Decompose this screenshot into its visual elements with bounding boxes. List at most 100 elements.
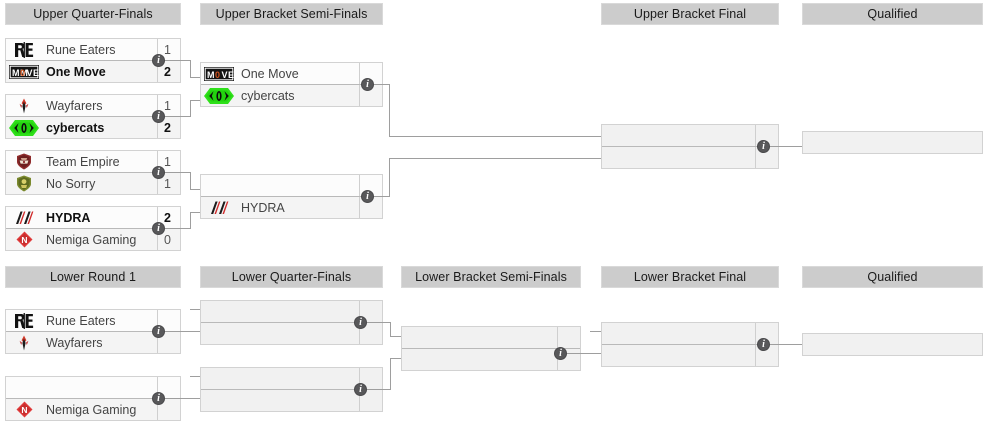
team-logo-placeholder [605,345,635,366]
connector-line [389,158,390,197]
round-header-lower-bracket-semi-finals: Lower Bracket Semi-Finals [401,266,581,288]
match-row-team-2[interactable]: M MOVE M 0 V E One Move 2 [6,61,180,82]
team-name: No Sorry [46,176,96,191]
team-score [755,125,778,146]
team-score: 0 [157,229,180,250]
info-icon[interactable]: i [757,140,770,153]
team-logo-placeholder [204,301,234,322]
slot-upper-qualified[interactable] [802,131,983,154]
team-name: Rune Eaters [46,313,116,328]
connector-line [368,84,390,85]
match-row-team-1[interactable] [201,368,382,390]
match-row-team-2[interactable] [602,147,778,168]
svg-text:0: 0 [215,70,220,80]
team-logo-placeholder [405,327,435,348]
match-lower-semi-final[interactable] [401,326,581,371]
match-row-team-2[interactable] [201,390,382,411]
match-row-team-1[interactable] [201,175,382,197]
match-row-team-2[interactable] [201,323,382,344]
match-row-team-2[interactable]: cybercats 2 [6,117,180,138]
match-row-team-1[interactable]: M 0 V E One Move [201,63,382,85]
svg-text:M: M [12,68,20,78]
connector-line [159,60,191,61]
svg-text:E: E [228,70,234,80]
team-score [157,332,180,353]
match-row-team-1[interactable] [602,125,778,147]
match-upper-bracket-final[interactable] [601,124,779,169]
match-row-team-2[interactable]: N Nemiga Gaming 0 [6,229,180,250]
team-score [359,323,382,344]
connector-line [190,100,191,117]
match-row-team-1[interactable] [6,377,180,399]
round-header-upper-quarter-finals: Upper Quarter-Finals [5,3,181,25]
match-upper-sf-2[interactable]: HYDRA [200,174,383,219]
match-row-team-1[interactable]: Wayfarers 1 [6,95,180,117]
team-logo-cybercats [9,117,39,138]
match-row-team-2[interactable]: N Nemiga Gaming [6,399,180,420]
team-logo-placeholder [405,349,435,370]
match-row-team-1[interactable] [201,301,382,323]
match-row-team-2[interactable]: No Sorry 1 [6,173,180,194]
team-score [557,327,580,348]
match-row-team-1[interactable]: HYDRA 2 [6,207,180,229]
match-upper-qf-4[interactable]: HYDRA 2 N Nemiga Gaming 0 [5,206,181,251]
team-name: HYDRA [46,210,91,225]
match-upper-qf-3[interactable]: Team Empire 1 No Sorry 1 [5,150,181,195]
team-score: 1 [157,173,180,194]
match-row-team-1[interactable] [602,323,778,345]
team-name: One Move [46,64,106,79]
match-lower-qf-1[interactable] [200,300,383,345]
match-lower-r1-2[interactable]: N Nemiga Gaming [5,376,181,421]
team-score [359,390,382,411]
round-header-lower-bracket-final: Lower Bracket Final [601,266,779,288]
match-row-team-1[interactable]: Team Empire 1 [6,151,180,173]
connector-line [765,146,803,147]
team-logo-cybercats [204,85,234,106]
match-row-team-1[interactable] [803,334,982,355]
info-icon[interactable]: i [757,338,770,351]
team-logo-placeholder [204,175,234,196]
match-row-team-2[interactable]: cybercats [201,85,382,106]
info-icon[interactable]: i [152,166,165,179]
info-icon[interactable]: i [361,190,374,203]
team-logo-rune-eaters [9,310,39,331]
info-icon[interactable]: i [152,110,165,123]
info-icon[interactable]: i [361,78,374,91]
match-row-team-1[interactable] [402,327,580,349]
match-row-team-2[interactable] [602,345,778,366]
info-icon[interactable]: i [152,54,165,67]
match-lower-qf-2[interactable] [200,367,383,412]
team-score [157,377,180,398]
match-upper-qf-2[interactable]: Wayfarers 1 cybercats 2 [5,94,181,139]
info-icon[interactable]: i [152,222,165,235]
round-header-label: Qualified [867,270,918,284]
match-row-team-2[interactable]: Wayfarers [6,332,180,353]
info-icon[interactable]: i [152,392,165,405]
match-upper-sf-1[interactable]: M 0 V E One Move [200,62,383,107]
match-lower-r1-1[interactable]: Rune Eaters Wayfarers [5,309,181,354]
team-logo-team-empire [9,151,39,172]
match-row-team-2[interactable]: HYDRA [201,197,382,218]
match-row-team-1[interactable]: Rune Eaters [6,310,180,332]
connector-line [390,322,391,336]
team-logo-one-move: M MOVE M 0 V E [9,61,39,82]
slot-lower-qualified[interactable] [802,333,983,356]
team-score [359,301,382,322]
match-lower-bracket-final[interactable] [601,322,779,367]
match-row-team-1[interactable]: Rune Eaters 1 [6,39,180,61]
svg-text:V: V [222,70,228,80]
team-score: 2 [157,207,180,228]
info-icon[interactable]: i [354,383,367,396]
connector-line [190,376,201,377]
connector-line [765,344,803,345]
info-icon[interactable]: i [554,347,567,360]
match-upper-qf-1[interactable]: Rune Eaters 1 M MOVE M 0 V E One M [5,38,181,83]
connector-line [190,212,191,229]
connector-line [390,358,391,390]
info-icon[interactable]: i [152,325,165,338]
match-row-team-1[interactable] [803,132,982,153]
info-icon[interactable]: i [354,316,367,329]
connector-line [190,60,191,77]
connector-line [190,189,201,190]
svg-text:V: V [27,68,33,78]
